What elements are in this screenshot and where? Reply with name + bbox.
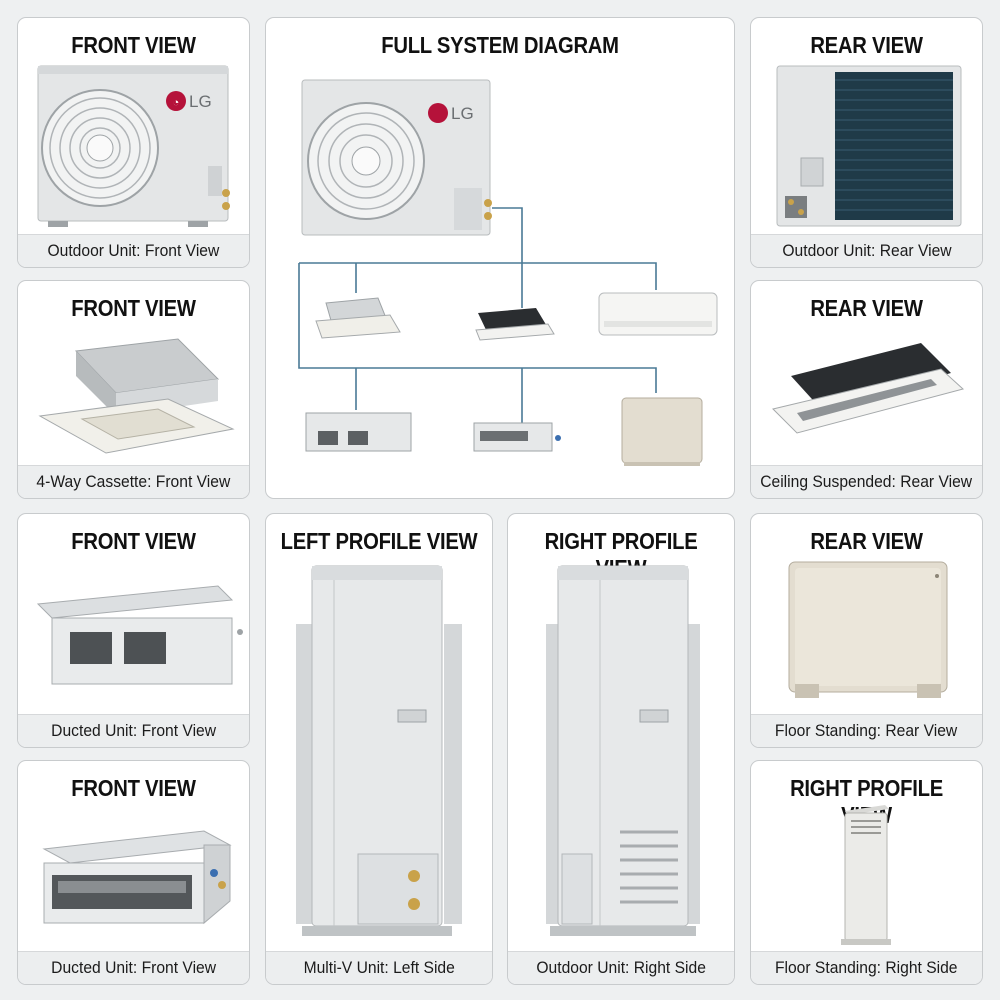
panel-ducted-front-2: FRONT VIEW Ducted Unit: Front View <box>17 760 250 985</box>
ducted-unit-small <box>305 412 412 452</box>
system-diagram-image: LG <box>298 79 718 466</box>
lg-logo-icon: ◔ <box>166 91 186 111</box>
panel-title: REAR VIEW <box>810 528 923 554</box>
svg-text:◔: ◔ <box>173 97 180 109</box>
panel-caption: Multi-V Unit: Left Side <box>266 951 492 984</box>
pipe-valve-icon <box>785 196 807 218</box>
panel-title: FRONT VIEW <box>71 775 196 801</box>
panel-title: FRONT VIEW <box>71 295 196 321</box>
brand-label: LG <box>451 104 474 123</box>
ceiling-unit-image <box>772 343 965 434</box>
panel-caption: Outdoor Unit: Rear View <box>751 234 982 267</box>
outdoor-unit-rear-image <box>776 65 962 227</box>
panel-title: LEFT PROFILE VIEW <box>280 528 478 554</box>
panel-caption: 4-Way Cassette: Front View <box>18 465 249 498</box>
panel-title: REAR VIEW <box>810 295 923 321</box>
panel-full-system: FULL SYSTEM DIAGRAM LG <box>265 17 735 499</box>
panel-caption: Outdoor Unit: Front View <box>18 234 249 267</box>
panel-outdoor-front: FRONT VIEW ◔ LG Outdoor Unit: Front View <box>17 17 250 268</box>
panel-title: FRONT VIEW <box>71 32 196 58</box>
multiv-unit-left-image <box>296 565 462 936</box>
floor-unit-small <box>621 397 703 466</box>
ceiling-unit-small <box>475 308 555 341</box>
panel-ducted-front-1: FRONT VIEW Ducted Unit: Front View <box>17 513 250 748</box>
slim-duct-unit-image <box>42 830 232 925</box>
panel-caption: Floor Standing: Rear View <box>751 714 982 747</box>
fan-grille-icon <box>41 89 159 207</box>
panel-floor-right: RIGHT PROFILE VIEW Floor Standing: Right… <box>750 760 983 985</box>
panel-title: REAR VIEW <box>810 32 923 58</box>
panel-floor-rear: REAR VIEW Floor Standing: Rear View <box>750 513 983 748</box>
coil-grille-icon <box>835 72 953 220</box>
lg-logo-icon <box>428 103 448 123</box>
brand-label: LG <box>189 92 212 111</box>
outdoor-unit-front-image: ◔ LG <box>37 65 230 227</box>
floor-unit-right-image <box>841 805 891 945</box>
pipe-valve-icon <box>210 869 226 889</box>
panel-caption: Floor Standing: Right Side <box>751 951 982 984</box>
pipe-network <box>298 207 657 423</box>
slim-duct-unit-small <box>473 422 561 452</box>
ducted-unit-image <box>36 585 243 685</box>
panel-caption: Ceiling Suspended: Rear View <box>751 465 982 498</box>
panel-caption: Ducted Unit: Front View <box>18 714 249 747</box>
panel-ceiling-rear: REAR VIEW Ceiling Suspended: Rear View <box>750 280 983 499</box>
fan-grille-icon <box>307 102 425 220</box>
floor-unit-rear-image <box>788 561 948 698</box>
panel-outdoor-rear: REAR VIEW Outdoor Unit: Rear View <box>750 17 983 268</box>
cassette-unit-small <box>315 297 401 339</box>
cassette-unit-image <box>38 338 235 454</box>
panel-caption: Ducted Unit: Front View <box>18 951 249 984</box>
pipe-valve-icon <box>408 870 420 910</box>
panel-caption: Outdoor Unit: Right Side <box>508 951 734 984</box>
panel-cassette-front: FRONT VIEW 4-Way Cassette: Front View <box>17 280 250 499</box>
panel-title: FRONT VIEW <box>71 528 196 554</box>
outdoor-unit-right-image <box>546 565 700 936</box>
wall-unit-small <box>598 292 718 336</box>
panel-outdoor-right: RIGHT PROFILE VIEW Outdoor Unit: Right S… <box>507 513 735 985</box>
panel-multiv-left: LEFT PROFILE VIEW Multi-V Unit: Left Sid… <box>265 513 493 985</box>
panel-title: FULL SYSTEM DIAGRAM <box>381 32 619 58</box>
